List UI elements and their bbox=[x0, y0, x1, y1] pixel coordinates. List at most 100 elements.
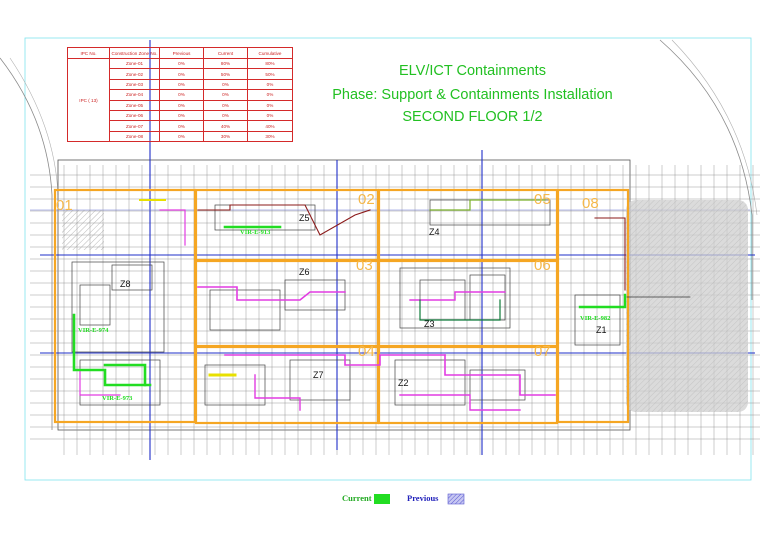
route-darkgreen-1 bbox=[419, 299, 501, 321]
zone-label-6: Z6 bbox=[299, 267, 310, 277]
shaded-pattern-right bbox=[626, 200, 748, 412]
area-03-boundary bbox=[194, 259, 380, 348]
title-line-2: Phase: Support & Containments Installati… bbox=[332, 87, 613, 103]
ipc-progress-table: IPC No. Construction Zone No. Previous C… bbox=[67, 47, 293, 143]
area-label-4: 04 bbox=[358, 343, 375, 360]
area-04-boundary bbox=[194, 345, 380, 425]
cell-cumulative: 0% bbox=[247, 89, 293, 101]
cell-cumulative: 30% bbox=[247, 130, 293, 143]
cell-previous: 0% bbox=[159, 68, 204, 80]
header-cumulative: Cumulative bbox=[247, 47, 293, 59]
route-magenta-6 bbox=[399, 394, 521, 411]
route-darkred-2 bbox=[594, 217, 626, 291]
legend-current-label: Current bbox=[342, 493, 372, 503]
area-label-3: 03 bbox=[356, 257, 373, 274]
cell-previous: 0% bbox=[159, 89, 204, 101]
legend-previous-label: Previous bbox=[407, 493, 439, 503]
riser-label-2: VIR-E-974 bbox=[78, 327, 109, 334]
cell-cumulative: 0% bbox=[247, 78, 293, 91]
header-previous: Previous bbox=[159, 47, 204, 59]
cell-current: 0% bbox=[203, 99, 248, 111]
cell-cumulative: 40% bbox=[247, 120, 293, 132]
header-ipc-no: IPC No. bbox=[67, 47, 110, 59]
curved-facade-right bbox=[659, 39, 753, 300]
table-header-row: IPC No. Construction Zone No. Previous C… bbox=[67, 47, 293, 59]
cell-previous: 0% bbox=[159, 99, 204, 111]
cell-previous: 0% bbox=[159, 120, 204, 132]
area-label-1: 01 bbox=[56, 197, 73, 214]
area-label-7: 07 bbox=[534, 343, 551, 360]
cell-previous: 0% bbox=[159, 109, 204, 122]
route-green-5 bbox=[429, 199, 546, 211]
cell-cumulative: 0% bbox=[247, 109, 293, 122]
riser-label-4: VIR-E-982 bbox=[580, 315, 610, 322]
header-zone-no: Construction Zone No. bbox=[109, 47, 160, 59]
cell-zone: Zone-04 bbox=[109, 89, 160, 101]
riser-label-3: VIR-E-973 bbox=[102, 395, 133, 402]
zone-label-8: Z8 bbox=[120, 279, 131, 289]
cell-current: 0% bbox=[203, 78, 248, 91]
cell-previous: 0% bbox=[159, 78, 204, 91]
area-boundaries bbox=[53, 188, 630, 425]
route-magenta-4 bbox=[254, 374, 301, 411]
area-06-boundary bbox=[377, 259, 559, 348]
route-magenta-5 bbox=[409, 291, 506, 301]
title-line-1: ELV/ICT Containments bbox=[399, 63, 546, 79]
cell-zone: Zone-08 bbox=[109, 130, 160, 143]
cell-current: 0% bbox=[203, 109, 248, 122]
riser-label-1: VIR-E-913 bbox=[240, 229, 271, 236]
zone-label-7: Z7 bbox=[313, 370, 324, 380]
room-details bbox=[71, 199, 621, 406]
title-line-3: SECOND FLOOR 1/2 bbox=[402, 109, 543, 125]
cell-previous: 0% bbox=[159, 130, 204, 143]
zone-label-4: Z4 bbox=[429, 227, 440, 237]
area-08-boundary bbox=[556, 188, 630, 424]
curved-facade-left-inner bbox=[9, 57, 59, 196]
route-green-1 bbox=[72, 313, 152, 387]
header-current: Current bbox=[203, 47, 248, 59]
legend-current-swatch bbox=[374, 494, 390, 504]
route-green-4 bbox=[578, 293, 627, 309]
cell-current: 50% bbox=[203, 68, 248, 80]
route-magenta-7 bbox=[159, 209, 186, 246]
cell-zone: Zone-02 bbox=[109, 68, 160, 80]
cell-zone: Zone-07 bbox=[109, 120, 160, 132]
cell-current: 0% bbox=[203, 89, 248, 101]
route-magenta-1 bbox=[197, 286, 346, 301]
cell-current: 30% bbox=[203, 130, 248, 143]
cell-current: 80% bbox=[203, 57, 248, 70]
cell-zone: Zone-01 bbox=[109, 57, 160, 70]
ipc-number-cell: IPC ( 13) bbox=[67, 57, 110, 143]
legend-previous-swatch bbox=[447, 493, 465, 505]
zone-label-2: Z2 bbox=[398, 378, 409, 388]
cell-cumulative: 0% bbox=[247, 99, 293, 111]
area-label-5: 05 bbox=[534, 191, 551, 208]
cell-zone: Zone-06 bbox=[109, 109, 160, 122]
route-magenta-3 bbox=[444, 354, 556, 396]
cell-zone: Zone-03 bbox=[109, 78, 160, 91]
hatched-area-01 bbox=[62, 210, 104, 250]
route-magenta-8 bbox=[79, 369, 121, 396]
zone-label-5: Z5 bbox=[299, 213, 310, 223]
cell-cumulative: 80% bbox=[247, 57, 293, 70]
curved-facade-left bbox=[0, 57, 53, 430]
cable-routes bbox=[72, 199, 691, 411]
area-label-6: 06 bbox=[534, 257, 551, 274]
area-02-boundary bbox=[194, 188, 380, 262]
route-magenta-2 bbox=[224, 354, 446, 366]
cell-previous: 0% bbox=[159, 57, 204, 70]
route-green-2 bbox=[103, 363, 147, 387]
area-label-8: 08 bbox=[582, 195, 599, 212]
area-label-2: 02 bbox=[358, 191, 375, 208]
zone-label-1: Z1 bbox=[596, 325, 607, 335]
curved-facade-right-inner bbox=[671, 39, 758, 216]
route-darkred-1 bbox=[197, 204, 371, 236]
cell-current: 40% bbox=[203, 120, 248, 132]
zone-label-3: Z3 bbox=[424, 319, 435, 329]
